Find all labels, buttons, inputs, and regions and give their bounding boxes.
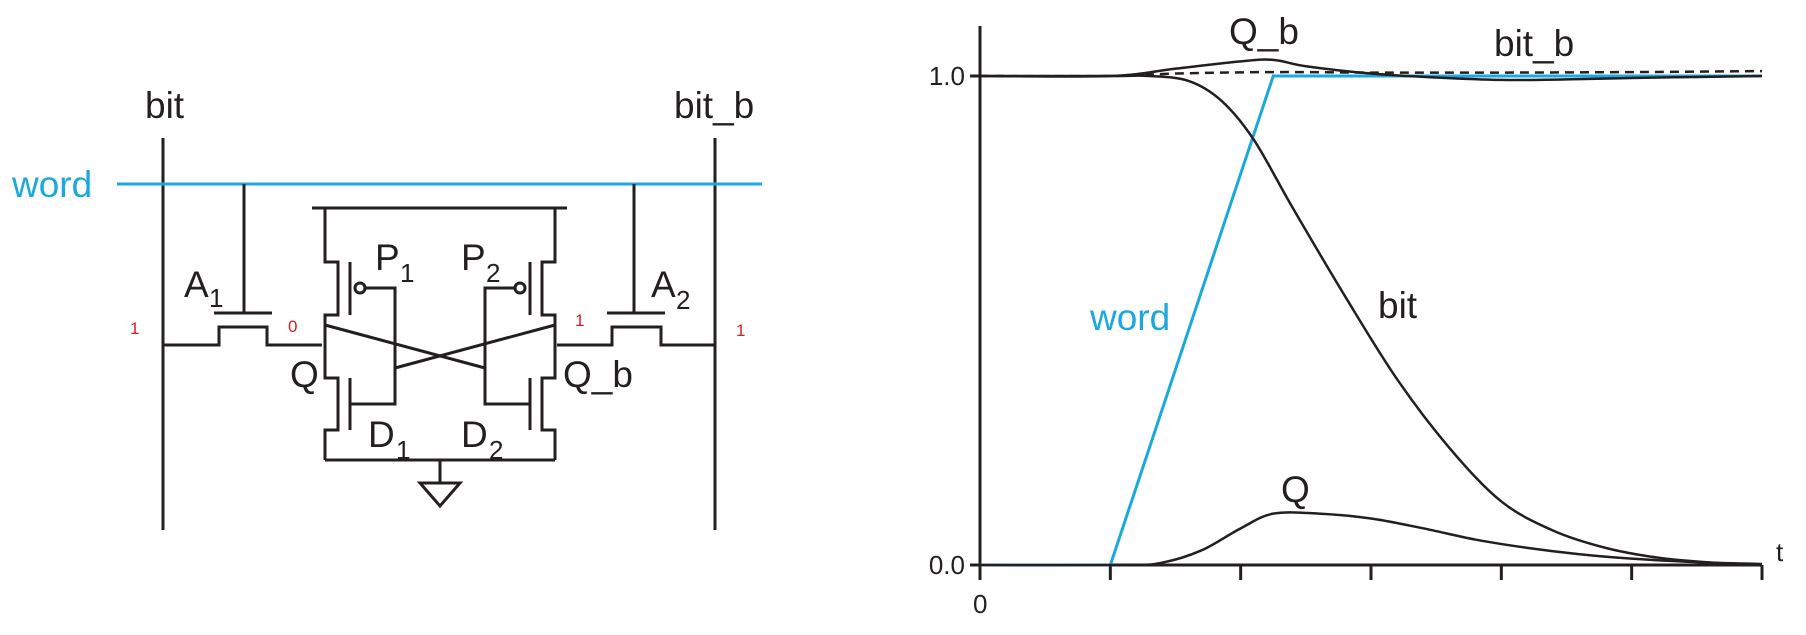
- q-node-label: Q: [290, 354, 319, 395]
- p1-subscript: 1: [400, 258, 414, 288]
- a2-subscript: 2: [676, 285, 690, 315]
- d1-subscript: 1: [396, 435, 410, 465]
- y-tick-label: 0.0: [929, 550, 965, 580]
- a1-subscript: 1: [209, 283, 223, 313]
- access-transistor-a1: [163, 184, 322, 347]
- series-layer: [979, 58, 1763, 567]
- series-label-word: word: [1089, 297, 1170, 338]
- qb-node-label: Q_b: [563, 354, 633, 395]
- qb-value: 1: [575, 311, 584, 330]
- x-tick-label: 0: [973, 589, 987, 619]
- bit-b-label: bit_b: [674, 85, 754, 126]
- a1-label: A: [184, 264, 209, 305]
- series-label-bit-b: bit_b: [1494, 23, 1574, 64]
- series-label-q-b: Q_b: [1229, 11, 1299, 52]
- cross-coupling-qb: [394, 323, 556, 370]
- word-label: word: [11, 164, 92, 205]
- x-axis-label: t: [1776, 537, 1784, 567]
- cross-coupling-q: [324, 323, 486, 370]
- transistor-p2: [483, 208, 557, 368]
- transistor-p1: [323, 208, 397, 368]
- transistor-d1: [323, 345, 397, 460]
- a2-label: A: [651, 264, 676, 305]
- series-label-bit: bit: [1378, 285, 1418, 326]
- d2-label: D: [461, 414, 488, 455]
- bit-label: bit: [145, 85, 185, 126]
- ground-symbol: [416, 460, 464, 509]
- schematic-labels: bit bit_b word A 1 A 2 P 1 P 2 D 1 D 2 Q…: [11, 85, 754, 465]
- transistor-d2: [483, 345, 557, 460]
- series-line-bit: [979, 74, 1763, 567]
- series-line-q: [979, 511, 1763, 567]
- y-tick-label: 1.0: [929, 61, 965, 91]
- y-ticks: [970, 74, 980, 567]
- p1-label: P: [375, 237, 400, 278]
- series-label-q: Q: [1281, 469, 1310, 510]
- sram-cell-schematic: [117, 138, 762, 530]
- d1-label: D: [368, 414, 395, 455]
- p2-subscript: 2: [486, 258, 500, 288]
- p2-label: P: [461, 237, 486, 278]
- series-line-bit-b: [979, 69, 1763, 78]
- q-value: 0: [288, 317, 297, 336]
- d2-subscript: 2: [489, 435, 503, 465]
- bit-b-value: 1: [736, 321, 745, 340]
- bit-value: 1: [130, 319, 139, 338]
- access-transistor-a2: [557, 184, 715, 347]
- read-waveform-chart: t 0 0.0 1.0 word bit Q_b bit_b Q: [929, 11, 1784, 619]
- x-ticks: [978, 565, 1764, 580]
